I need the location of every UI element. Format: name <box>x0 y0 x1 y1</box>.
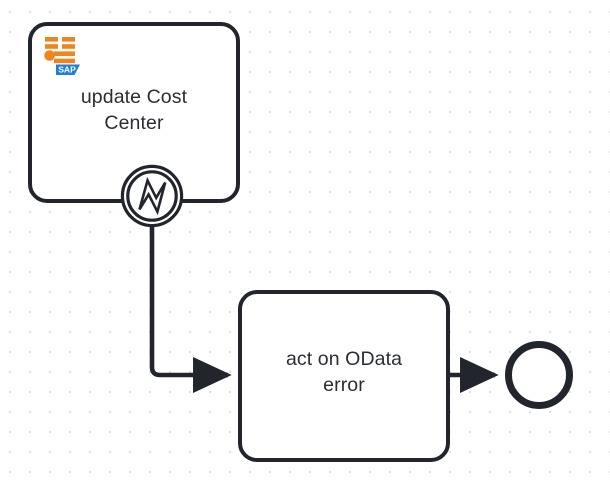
boundary-error-event[interactable] <box>120 164 184 228</box>
error-zigzag-icon <box>138 176 167 216</box>
sap-adapter-icon: SAP <box>44 37 80 75</box>
task-update-cost-center[interactable]: SAP update Cost Center <box>28 22 240 203</box>
svg-text:SAP: SAP <box>58 65 76 75</box>
task-act-on-odata-error-label: act on OData error <box>285 348 403 396</box>
task-act-on-odata-error[interactable]: act on OData error <box>238 290 450 462</box>
task-update-cost-center-label: update Cost Center <box>80 86 188 134</box>
sequence-flow-boundary-to-act[interactable] <box>149 227 232 393</box>
end-event[interactable] <box>505 341 573 409</box>
